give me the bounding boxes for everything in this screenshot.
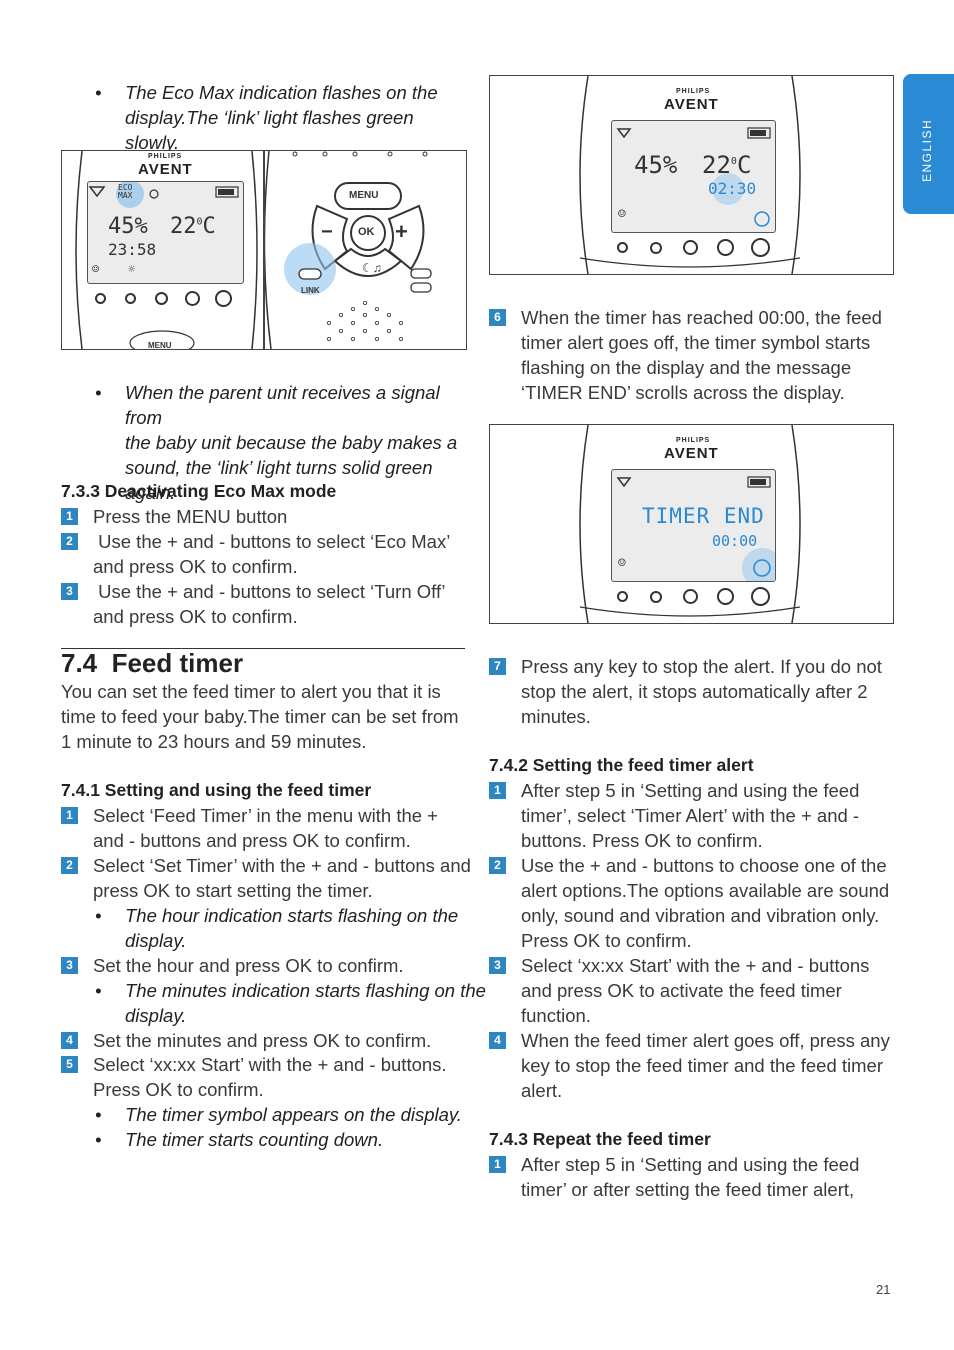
battery-icon <box>747 476 771 488</box>
baby-icon: ☺ <box>618 556 626 571</box>
step-7-3-3-3: 3 Use the + and - buttons to select ‘Tur… <box>61 579 471 629</box>
battery-icon <box>747 127 771 139</box>
figure-timer-end: PHILIPS AVENT TIMER END 00:00 ☺ <box>489 424 894 624</box>
intro-7-4: You can set the feed timer to alert you … <box>61 681 459 752</box>
eco-max-flash-icon <box>116 182 144 208</box>
step-7-4-1-5-notes: •The timer symbol appears on the display… <box>95 1104 462 1150</box>
ok-key <box>350 215 386 251</box>
button-5[interactable] <box>751 587 770 606</box>
button-2[interactable] <box>650 242 662 254</box>
humidity-readout: 45% <box>634 151 678 179</box>
language-tab-label: ENGLISH <box>920 118 934 182</box>
light-icon: ☼ <box>128 262 136 276</box>
steps-7-4-1: 1 Select ‘Feed Timer’ in the menu with t… <box>61 803 486 1163</box>
heading-7-4-3: 7.4.3 Repeat the feed timer <box>489 1129 711 1149</box>
step-7-4-1-2-note: •The hour indication starts flashing on … <box>95 905 459 951</box>
lullaby-key <box>333 247 403 277</box>
bullet-link-light: •When the parent unit receives a signal … <box>95 382 458 503</box>
step-7-4-1-3-note: •The minutes indication starts flashing … <box>95 980 486 1026</box>
heading-7-3-3: 7.3.3 Deactivating Eco Max mode <box>61 481 337 501</box>
heading-7-4-1: 7.4.1 Setting and using the feed timer <box>61 780 372 800</box>
avent-logo: AVENT <box>664 445 719 462</box>
lcd-screen: 45% 220C 02:30 ☺ <box>611 120 776 233</box>
unit-outline <box>75 151 258 349</box>
figure-timer-countdown: PHILIPS AVENT 45% 220C 02:30 ☺ <box>489 75 894 275</box>
avent-logo: AVENT <box>138 161 193 178</box>
humidity-readout: 45% <box>108 214 148 239</box>
step-7-3-3-2: 2 Use the + and - buttons to select ‘Eco… <box>61 529 471 579</box>
button-5[interactable] <box>215 290 232 307</box>
button-4[interactable] <box>717 588 734 605</box>
button-1[interactable] <box>617 242 628 253</box>
page-number: 21 <box>876 1282 891 1297</box>
minus-key-label: − <box>321 221 333 243</box>
temperature-readout: 220C <box>170 214 216 239</box>
figure-control-pad: MENU OK − + ☾♫ LINK <box>264 150 467 350</box>
button-2[interactable] <box>125 293 136 304</box>
lcd-screen: TIMER END 00:00 ☺ <box>611 469 776 582</box>
philips-logo: PHILIPS <box>676 88 711 95</box>
section-rule <box>61 648 465 649</box>
menu-label: MENU <box>148 341 172 350</box>
timer-flash-icon <box>742 548 775 581</box>
lullaby-icon: ☾♫ <box>362 261 382 275</box>
heading-7-4: 7.4 Feed timer <box>61 648 244 678</box>
avent-logo: AVENT <box>664 96 719 113</box>
temperature-readout: 220C <box>702 151 752 179</box>
plus-key-label: + <box>395 219 408 244</box>
button-3[interactable] <box>683 589 698 604</box>
sun-icon <box>149 189 159 199</box>
signal-icon <box>616 477 632 488</box>
steps-7-4-2: 1 After step 5 in ‘Setting and using the… <box>489 778 894 1108</box>
signal-icon <box>88 186 106 198</box>
timer-readout: 02:30 <box>708 179 757 198</box>
link-label: LINK <box>301 286 320 295</box>
button-3[interactable] <box>683 240 698 255</box>
baby-icon: ☺ <box>92 262 100 276</box>
button-1[interactable] <box>95 293 106 304</box>
timer-flash-icon <box>712 173 744 205</box>
button-1[interactable] <box>617 591 628 602</box>
menu-key <box>334 182 402 210</box>
ok-key-label: OK <box>358 226 375 238</box>
heading-7-4-2: 7.4.2 Setting the feed timer alert <box>489 755 754 775</box>
language-tab: ENGLISH <box>903 74 954 214</box>
button-4[interactable] <box>717 239 734 256</box>
timer-icon <box>753 559 771 577</box>
philips-logo: PHILIPS <box>676 437 711 444</box>
link-light <box>298 268 322 280</box>
timer-icon <box>754 211 770 227</box>
battery-icon <box>215 186 239 198</box>
menu-key-label: MENU <box>349 190 379 201</box>
button-3[interactable] <box>155 292 168 305</box>
timer-end-message: TIMER END <box>642 504 765 528</box>
button-5[interactable] <box>751 238 770 257</box>
button-2[interactable] <box>650 591 662 603</box>
baby-icon: ☺ <box>618 207 626 222</box>
philips-logo: PHILIPS <box>148 153 183 160</box>
signal-icon <box>616 128 632 139</box>
step-7-3-3-1: 1 Press the MENU button <box>61 504 471 529</box>
bullet-eco-max: •The Eco Max indication flashes on the d… <box>95 82 438 153</box>
timer-readout: 00:00 <box>712 532 758 550</box>
button-4[interactable] <box>185 291 200 306</box>
clock-readout: 23:58 <box>108 240 157 259</box>
